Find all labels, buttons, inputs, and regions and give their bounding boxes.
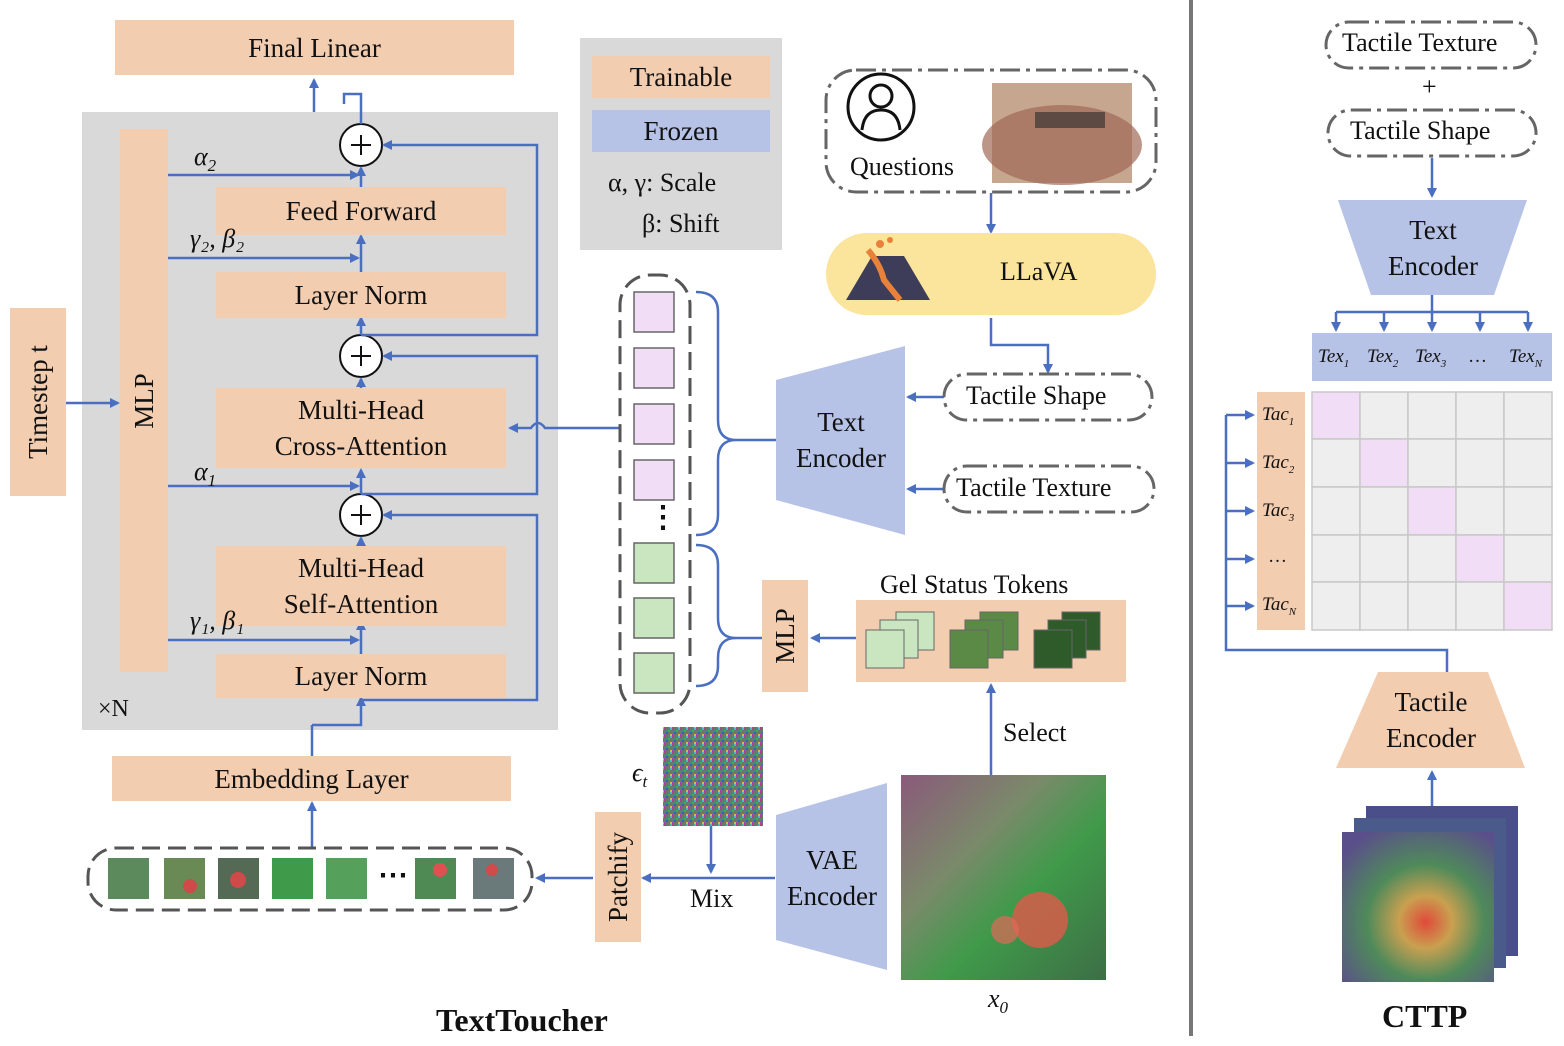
noise-image (663, 727, 763, 826)
cttp-plus-label: + (1422, 72, 1437, 101)
vae-encoder-label-1: VAE (805, 845, 858, 875)
mlp-block: MLP (120, 129, 168, 672)
vae-encoder-shape (776, 783, 887, 970)
tactile-texture-container (942, 464, 1156, 514)
mlp-block-label: MLP (129, 372, 159, 429)
mlp-tokens-box: MLP (762, 580, 808, 692)
timestep-box: Timestep t (10, 308, 66, 496)
llava-label: LLaVA (1000, 257, 1078, 286)
legend-trainable: Trainable (592, 56, 770, 98)
final-linear-label: Final Linear (248, 32, 381, 63)
tex-label-ellipsis: … (1468, 346, 1487, 367)
cttp-arrows (1224, 158, 1533, 806)
alpha1-label: α1 (194, 457, 217, 491)
legend-scale: α, γ: Scale (608, 168, 717, 197)
tex-label-1: Tex1 (1318, 346, 1350, 370)
patch-images (108, 858, 514, 899)
cttp-tactile-encoder-label: Tactile Encoder (1360, 682, 1502, 758)
tac-column-bar (1257, 392, 1305, 630)
cross-attention-label-1: Multi-Head (298, 395, 424, 425)
tex-label-2: Tex2 (1367, 346, 1399, 370)
tex-header-bar (1312, 333, 1552, 381)
layer-norm-top-box: Layer Norm (216, 272, 506, 318)
patch-sequence-container (86, 846, 534, 912)
cttp-tactile-texture-container (1324, 20, 1538, 70)
legend-frozen: Frozen (592, 110, 770, 152)
x0-image (901, 775, 1106, 980)
gel-status-tokens-label: Gel Status Tokens (880, 570, 1069, 599)
feed-forward-box: Feed Forward (216, 187, 506, 235)
cttp-text-encoder-label-2: Encoder (1388, 251, 1478, 281)
tactile-shape-container (942, 372, 1154, 422)
gamma2-beta2-label: γ₂, β₂ (190, 224, 245, 253)
vae-encoder-label-2: Encoder (787, 881, 877, 911)
questions-label: Questions (850, 152, 954, 181)
x0-label: x0 (988, 984, 1009, 1018)
tactile-texture-label: Tactile Texture (956, 473, 1112, 502)
final-linear-box: Final Linear (115, 20, 514, 75)
mix-label: Mix (690, 884, 734, 913)
similarity-matrix (1311, 391, 1553, 631)
texttoucher-title: TextToucher (436, 1002, 608, 1038)
tac-label-ellipsis: … (1268, 546, 1287, 567)
noise-label: ϵt (632, 758, 648, 792)
legend-frozen-label: Frozen (643, 116, 719, 146)
timestep-label: Timestep t (23, 345, 53, 459)
cttp-tactile-texture-label: Tactile Texture (1342, 28, 1498, 57)
cross-attention-label-2: Cross-Attention (274, 431, 448, 461)
questions-container (824, 68, 1158, 194)
cttp-text-encoder-label-1: Text (1409, 215, 1457, 245)
patchify-label: Patchify (603, 832, 634, 922)
vae-encoder-label: VAE Encoder (776, 840, 888, 916)
transformer-arrows (66, 78, 1053, 883)
text-encoder-label: Text Encoder (778, 402, 904, 478)
llava-volcano-icon (846, 256, 930, 300)
cttp-text-encoder-shape (1338, 200, 1527, 295)
tex-label-n: TexN (1509, 346, 1543, 370)
cttp-tactile-shape-container (1326, 108, 1538, 158)
tac-label-3: Tac3 (1262, 500, 1295, 524)
text-encoder-label-1: Text (817, 407, 865, 437)
repeat-label: ×N (98, 696, 129, 722)
cttp-title: CTTP (1382, 998, 1468, 1034)
mlp-tokens-label: MLP (770, 608, 800, 664)
cttp-tactile-encoder-label-2: Encoder (1386, 723, 1476, 753)
select-label: Select (1003, 718, 1067, 747)
token-vdots: ⋮ (648, 501, 678, 534)
embedding-layer-label: Embedding Layer (214, 763, 409, 794)
layer-norm-top-label: Layer Norm (294, 280, 428, 310)
patchify-box: Patchify (595, 812, 641, 942)
token-container (618, 273, 692, 715)
tac-label-1: Tac1 (1262, 404, 1295, 428)
self-attention-label-2: Self-Attention (283, 589, 439, 619)
tac-label-2: Tac2 (1262, 452, 1295, 476)
cttp-text-encoder-label: Text Encoder (1372, 210, 1494, 286)
tex-label-3: Tex3 (1415, 346, 1447, 370)
layer-norm-bottom-label: Layer Norm (294, 661, 428, 691)
embedding-layer-box: Embedding Layer (112, 756, 511, 801)
tactile-image-stack (1342, 806, 1518, 982)
self-attention-label-1: Multi-Head (298, 553, 424, 583)
text-encoder-shape (776, 346, 905, 535)
cttp-tactile-encoder-label-1: Tactile (1394, 687, 1468, 717)
layer-norm-bottom-box: Layer Norm (216, 654, 506, 698)
cttp-tactile-encoder-shape (1336, 672, 1525, 768)
feed-forward-label: Feed Forward (285, 196, 437, 226)
tac-label-n: TacN (1262, 594, 1297, 618)
cross-attention-box: Multi-Head Cross-Attention (216, 388, 506, 468)
self-attention-box: Multi-Head Self-Attention (216, 546, 506, 626)
patch-ellipsis: ⋯ (378, 859, 408, 892)
text-encoder-label-2: Encoder (796, 443, 886, 473)
gel-token-stacks (865, 611, 1101, 669)
legend-trainable-label: Trainable (629, 62, 733, 92)
tactile-shape-label: Tactile Shape (966, 381, 1107, 410)
legend-shift: β: Shift (642, 209, 720, 238)
gel-tokens (633, 542, 675, 694)
text-tokens (633, 291, 675, 501)
gamma1-beta1-label: γ₁, β₁ (190, 606, 245, 635)
cttp-tactile-shape-label: Tactile Shape (1350, 116, 1491, 145)
alpha2-label: α2 (194, 142, 217, 176)
